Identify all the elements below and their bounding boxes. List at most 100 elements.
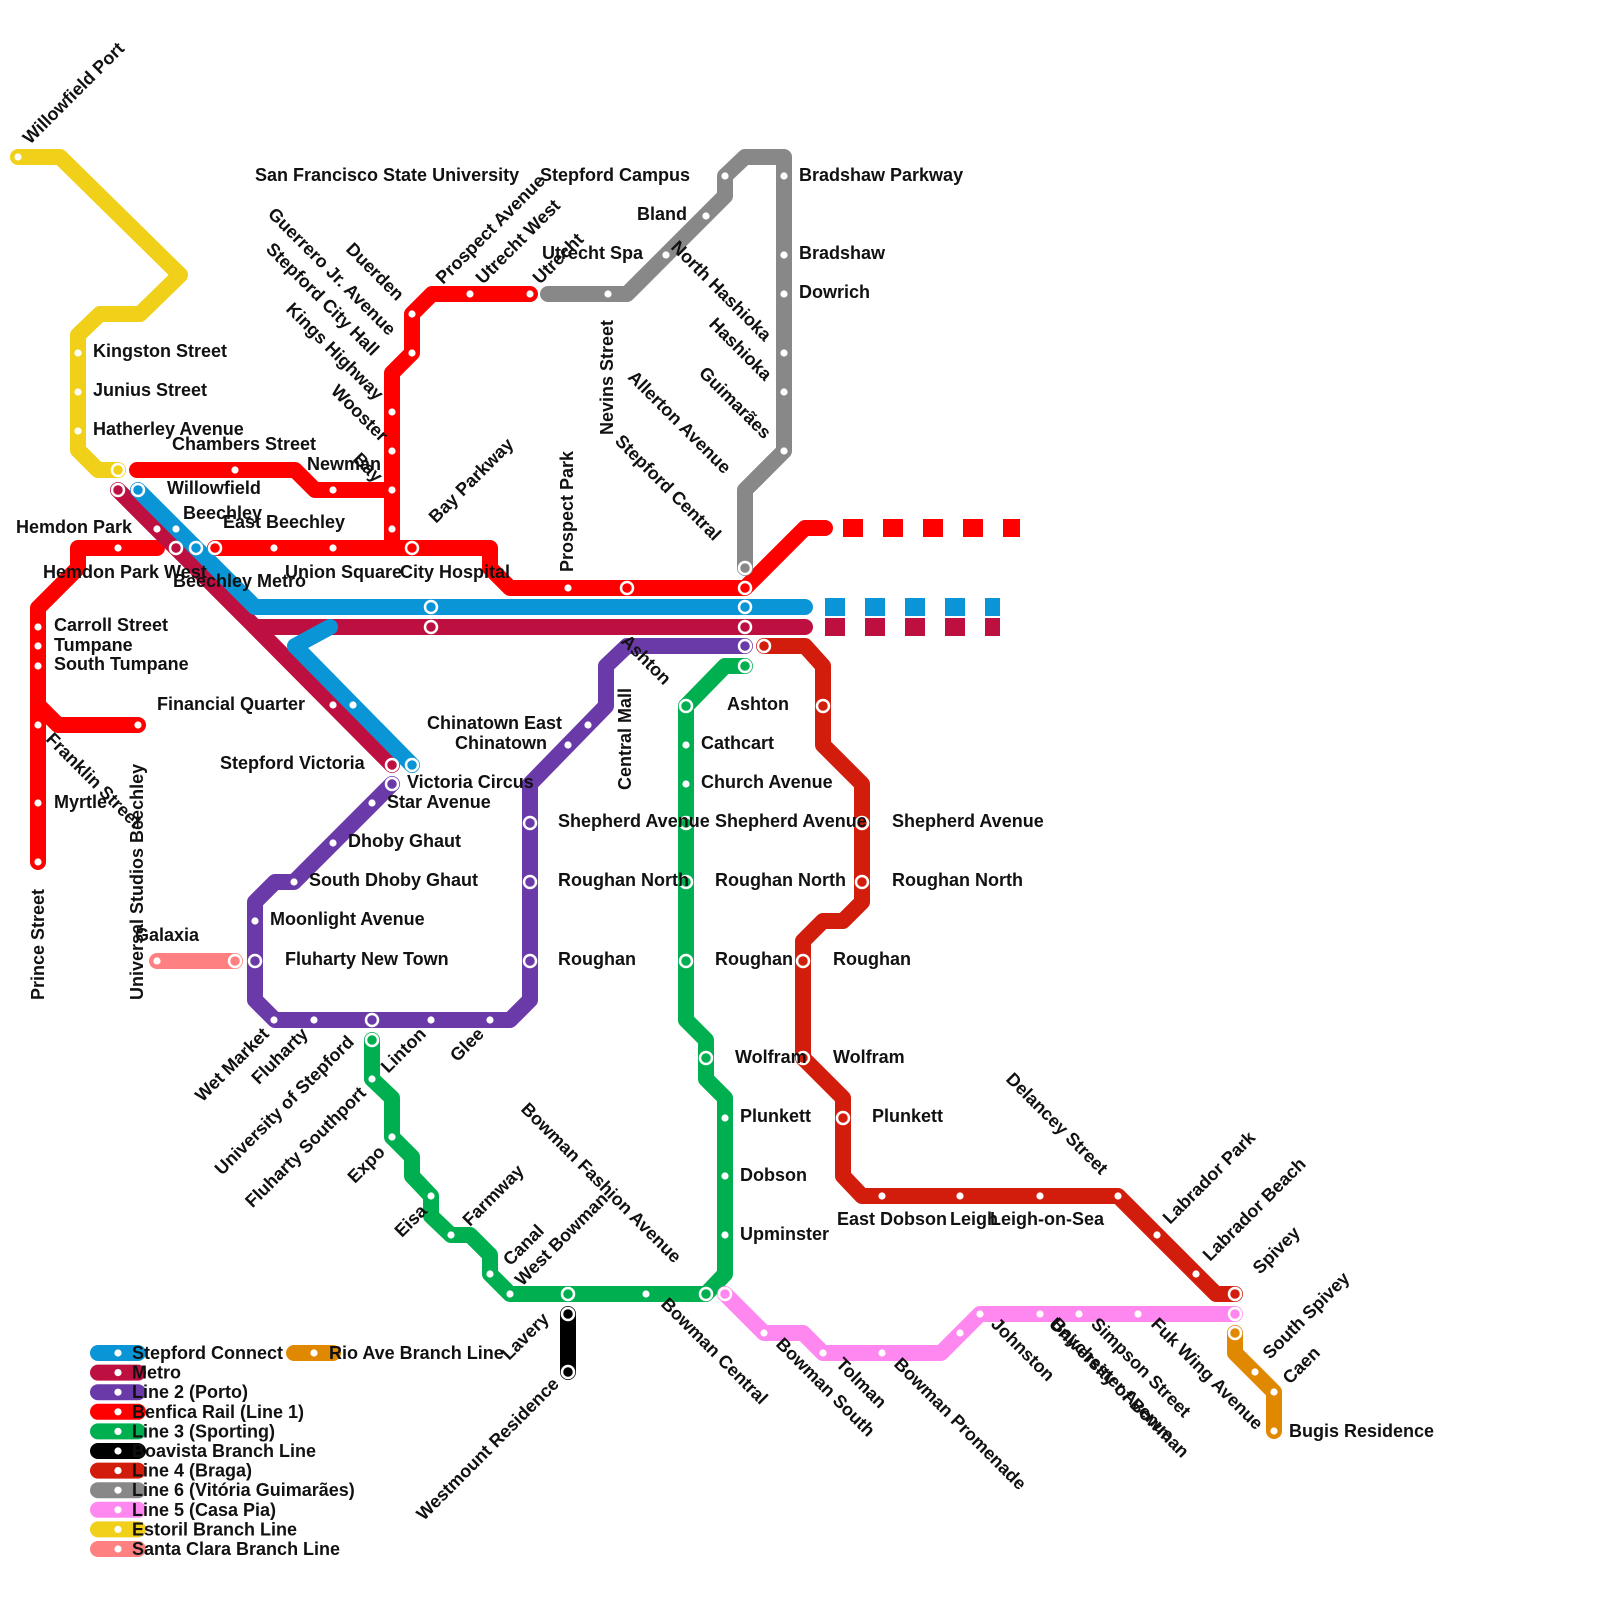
station-marker[interactable] [564, 741, 572, 749]
interchange-marker[interactable] [737, 580, 753, 596]
interchange-marker[interactable] [384, 776, 400, 792]
station-marker[interactable] [682, 741, 690, 749]
station-marker[interactable] [702, 212, 710, 220]
station-marker[interactable] [564, 584, 572, 592]
station-marker[interactable] [329, 486, 337, 494]
station-marker[interactable] [172, 525, 180, 533]
interchange-marker[interactable] [698, 1286, 714, 1302]
station-marker[interactable] [780, 447, 788, 455]
interchange-marker[interactable] [854, 815, 870, 831]
interchange-marker[interactable] [737, 560, 753, 576]
station-marker[interactable] [584, 721, 592, 729]
interchange-marker[interactable] [364, 1032, 380, 1048]
station-marker[interactable] [642, 1290, 650, 1298]
station-marker[interactable] [878, 1349, 886, 1357]
station-marker[interactable] [780, 388, 788, 396]
station-marker[interactable] [251, 917, 259, 925]
interchange-marker[interactable] [1227, 1325, 1243, 1341]
interchange-marker[interactable] [384, 757, 400, 773]
station-marker[interactable] [34, 858, 42, 866]
station-marker[interactable] [74, 349, 82, 357]
station-marker[interactable] [1270, 1427, 1278, 1435]
interchange-marker[interactable] [423, 599, 439, 615]
station-marker[interactable] [74, 427, 82, 435]
station-marker[interactable] [388, 1133, 396, 1141]
station-marker[interactable] [1134, 1310, 1142, 1318]
station-marker[interactable] [1192, 1270, 1200, 1278]
interchange-marker[interactable] [522, 874, 538, 890]
station-marker[interactable] [310, 1016, 318, 1024]
station-marker[interactable] [427, 1016, 435, 1024]
interchange-marker[interactable] [854, 874, 870, 890]
interchange-marker[interactable] [737, 638, 753, 654]
station-marker[interactable] [662, 251, 670, 259]
station-marker[interactable] [14, 153, 22, 161]
station-marker[interactable] [388, 486, 396, 494]
station-marker[interactable] [290, 878, 298, 886]
interchange-marker[interactable] [560, 1364, 576, 1380]
station-marker[interactable] [34, 721, 42, 729]
interchange-marker[interactable] [404, 757, 420, 773]
station-marker[interactable] [604, 290, 612, 298]
station-marker[interactable] [486, 1270, 494, 1278]
station-marker[interactable] [956, 1192, 964, 1200]
station-marker[interactable] [114, 544, 122, 552]
station-marker[interactable] [780, 290, 788, 298]
station-marker[interactable] [34, 642, 42, 650]
interchange-marker[interactable] [522, 815, 538, 831]
interchange-marker[interactable] [737, 619, 753, 635]
interchange-marker[interactable] [737, 599, 753, 615]
interchange-marker[interactable] [110, 462, 126, 478]
station-marker[interactable] [780, 251, 788, 259]
station-marker[interactable] [721, 172, 729, 180]
station-marker[interactable] [780, 349, 788, 357]
station-marker[interactable] [819, 1349, 827, 1357]
station-marker[interactable] [1153, 1231, 1161, 1239]
station-marker[interactable] [34, 662, 42, 670]
interchange-marker[interactable] [247, 953, 263, 969]
station-marker[interactable] [270, 544, 278, 552]
station-marker[interactable] [682, 780, 690, 788]
interchange-marker[interactable] [364, 1012, 380, 1028]
station-marker[interactable] [388, 447, 396, 455]
interchange-marker[interactable] [560, 1306, 576, 1322]
station-marker[interactable] [721, 1172, 729, 1180]
station-marker[interactable] [878, 1192, 886, 1200]
interchange-marker[interactable] [678, 953, 694, 969]
interchange-marker[interactable] [188, 540, 204, 556]
station-marker[interactable] [1075, 1310, 1083, 1318]
station-marker[interactable] [388, 408, 396, 416]
station-marker[interactable] [231, 466, 239, 474]
station-marker[interactable] [270, 1016, 278, 1024]
station-marker[interactable] [721, 1114, 729, 1122]
station-marker[interactable] [427, 1192, 435, 1200]
interchange-marker[interactable] [815, 698, 831, 714]
station-marker[interactable] [74, 388, 82, 396]
interchange-marker[interactable] [1227, 1286, 1243, 1302]
interchange-marker[interactable] [130, 482, 146, 498]
station-marker[interactable] [153, 957, 161, 965]
interchange-marker[interactable] [678, 874, 694, 890]
interchange-marker[interactable] [1227, 1306, 1243, 1322]
station-marker[interactable] [506, 1290, 514, 1298]
station-marker[interactable] [976, 1310, 984, 1318]
interchange-marker[interactable] [795, 1050, 811, 1066]
station-marker[interactable] [780, 172, 788, 180]
station-marker[interactable] [34, 623, 42, 631]
interchange-marker[interactable] [678, 698, 694, 714]
station-marker[interactable] [760, 1329, 768, 1337]
station-marker[interactable] [329, 839, 337, 847]
station-marker[interactable] [956, 1329, 964, 1337]
station-marker[interactable] [1036, 1310, 1044, 1318]
station-marker[interactable] [329, 701, 337, 709]
station-marker[interactable] [1114, 1192, 1122, 1200]
station-marker[interactable] [486, 1016, 494, 1024]
station-marker[interactable] [1251, 1368, 1259, 1376]
interchange-marker[interactable] [522, 953, 538, 969]
station-marker[interactable] [153, 525, 161, 533]
interchange-marker[interactable] [404, 540, 420, 556]
interchange-marker[interactable] [168, 540, 184, 556]
station-marker[interactable] [1270, 1388, 1278, 1396]
station-marker[interactable] [368, 799, 376, 807]
station-marker[interactable] [1036, 1192, 1044, 1200]
